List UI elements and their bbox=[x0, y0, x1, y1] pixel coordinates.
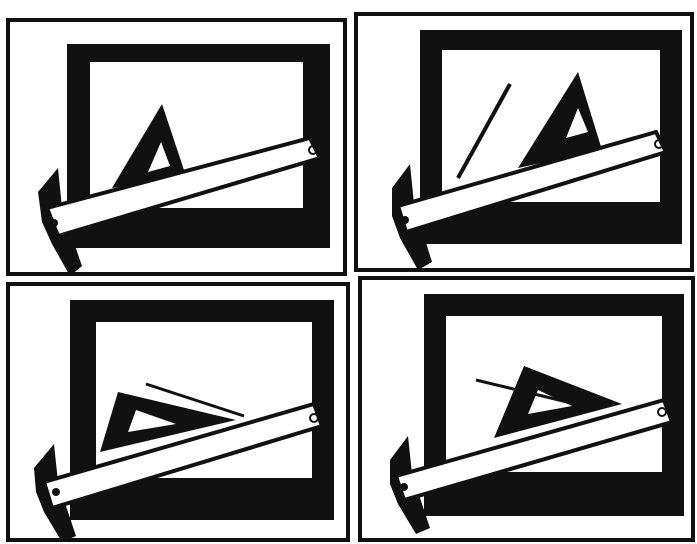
panel-3 bbox=[8, 284, 348, 542]
straightedge-pin bbox=[400, 483, 408, 491]
panel-2 bbox=[356, 14, 692, 270]
panel-1 bbox=[8, 20, 345, 276]
panel-4 bbox=[360, 278, 693, 540]
straightedge-pin bbox=[50, 219, 58, 227]
straightedge-pin bbox=[52, 488, 60, 496]
straightedge-pin bbox=[401, 216, 409, 224]
